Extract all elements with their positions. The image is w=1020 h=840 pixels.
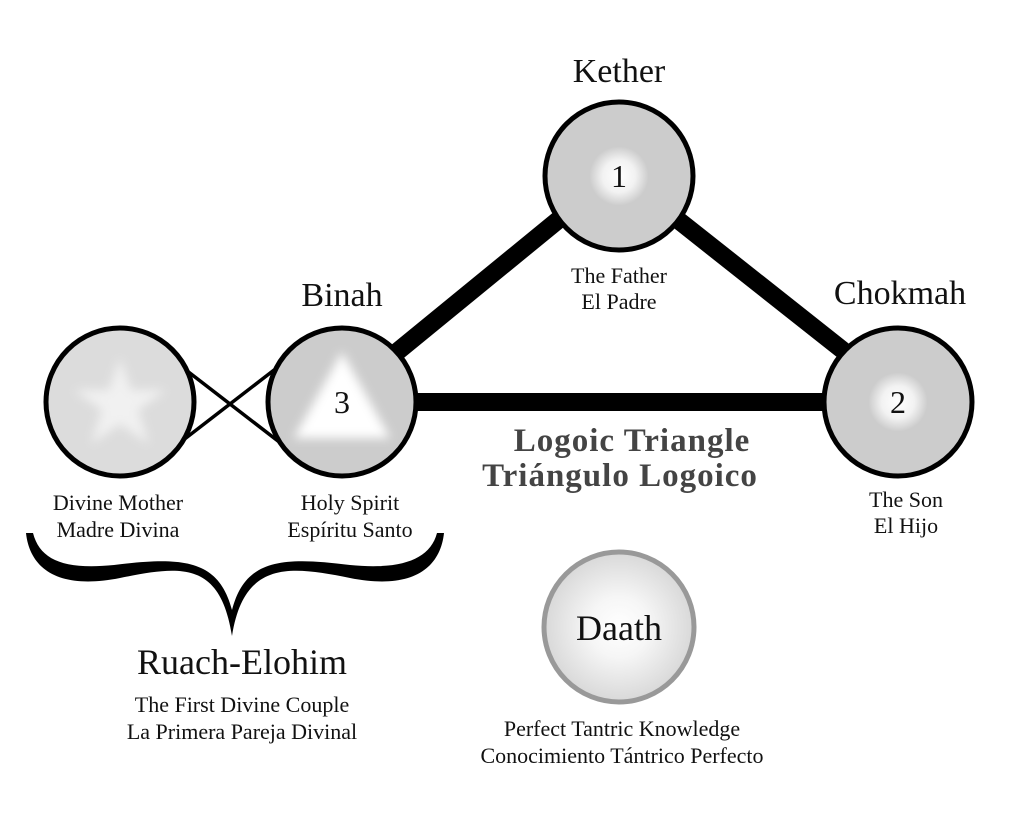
kether-node: 1	[542, 99, 696, 253]
chokmah-line1: The Son	[869, 487, 943, 512]
daath-title: Daath	[576, 608, 662, 648]
daath-line2: Conocimiento Tántrico Perfecto	[480, 743, 763, 768]
triangle-icon	[294, 352, 390, 438]
daath-node: Daath	[541, 549, 697, 705]
ruach-title: Ruach-Elohim	[137, 642, 347, 682]
daath-line1: Perfect Tantric Knowledge	[504, 716, 740, 741]
binah-line2: Espíritu Santo	[287, 517, 412, 542]
ruach-line2: La Primera Pareja Divinal	[127, 719, 357, 744]
binah-title: Binah	[301, 277, 382, 314]
kether-line1: The Father	[571, 263, 668, 288]
chokmah-node: 2	[821, 325, 975, 479]
chokmah-line2: El Hijo	[874, 513, 938, 538]
star-icon	[74, 358, 166, 444]
mother-line1: Divine Mother	[53, 490, 184, 515]
path-kether-binah	[386, 205, 574, 363]
divine-mother-node	[43, 325, 197, 479]
binah-line1: Holy Spirit	[301, 490, 399, 515]
ruach-line1: The First Divine Couple	[135, 692, 349, 717]
triangle-label-en: Logoic Triangle	[514, 423, 751, 459]
chokmah-title: Chokmah	[834, 275, 966, 312]
chokmah-number: 2	[890, 384, 906, 420]
triangle-label-es: Triángulo Logoico	[482, 458, 758, 494]
path-kether-chokmah	[662, 204, 856, 364]
binah-number: 3	[334, 384, 350, 420]
kether-line2: El Padre	[581, 289, 656, 314]
kether-number: 1	[611, 158, 627, 194]
kether-title: Kether	[573, 53, 666, 90]
curly-brace-icon	[26, 533, 444, 636]
binah-node: 3	[265, 325, 419, 479]
mother-line2: Madre Divina	[57, 517, 180, 542]
